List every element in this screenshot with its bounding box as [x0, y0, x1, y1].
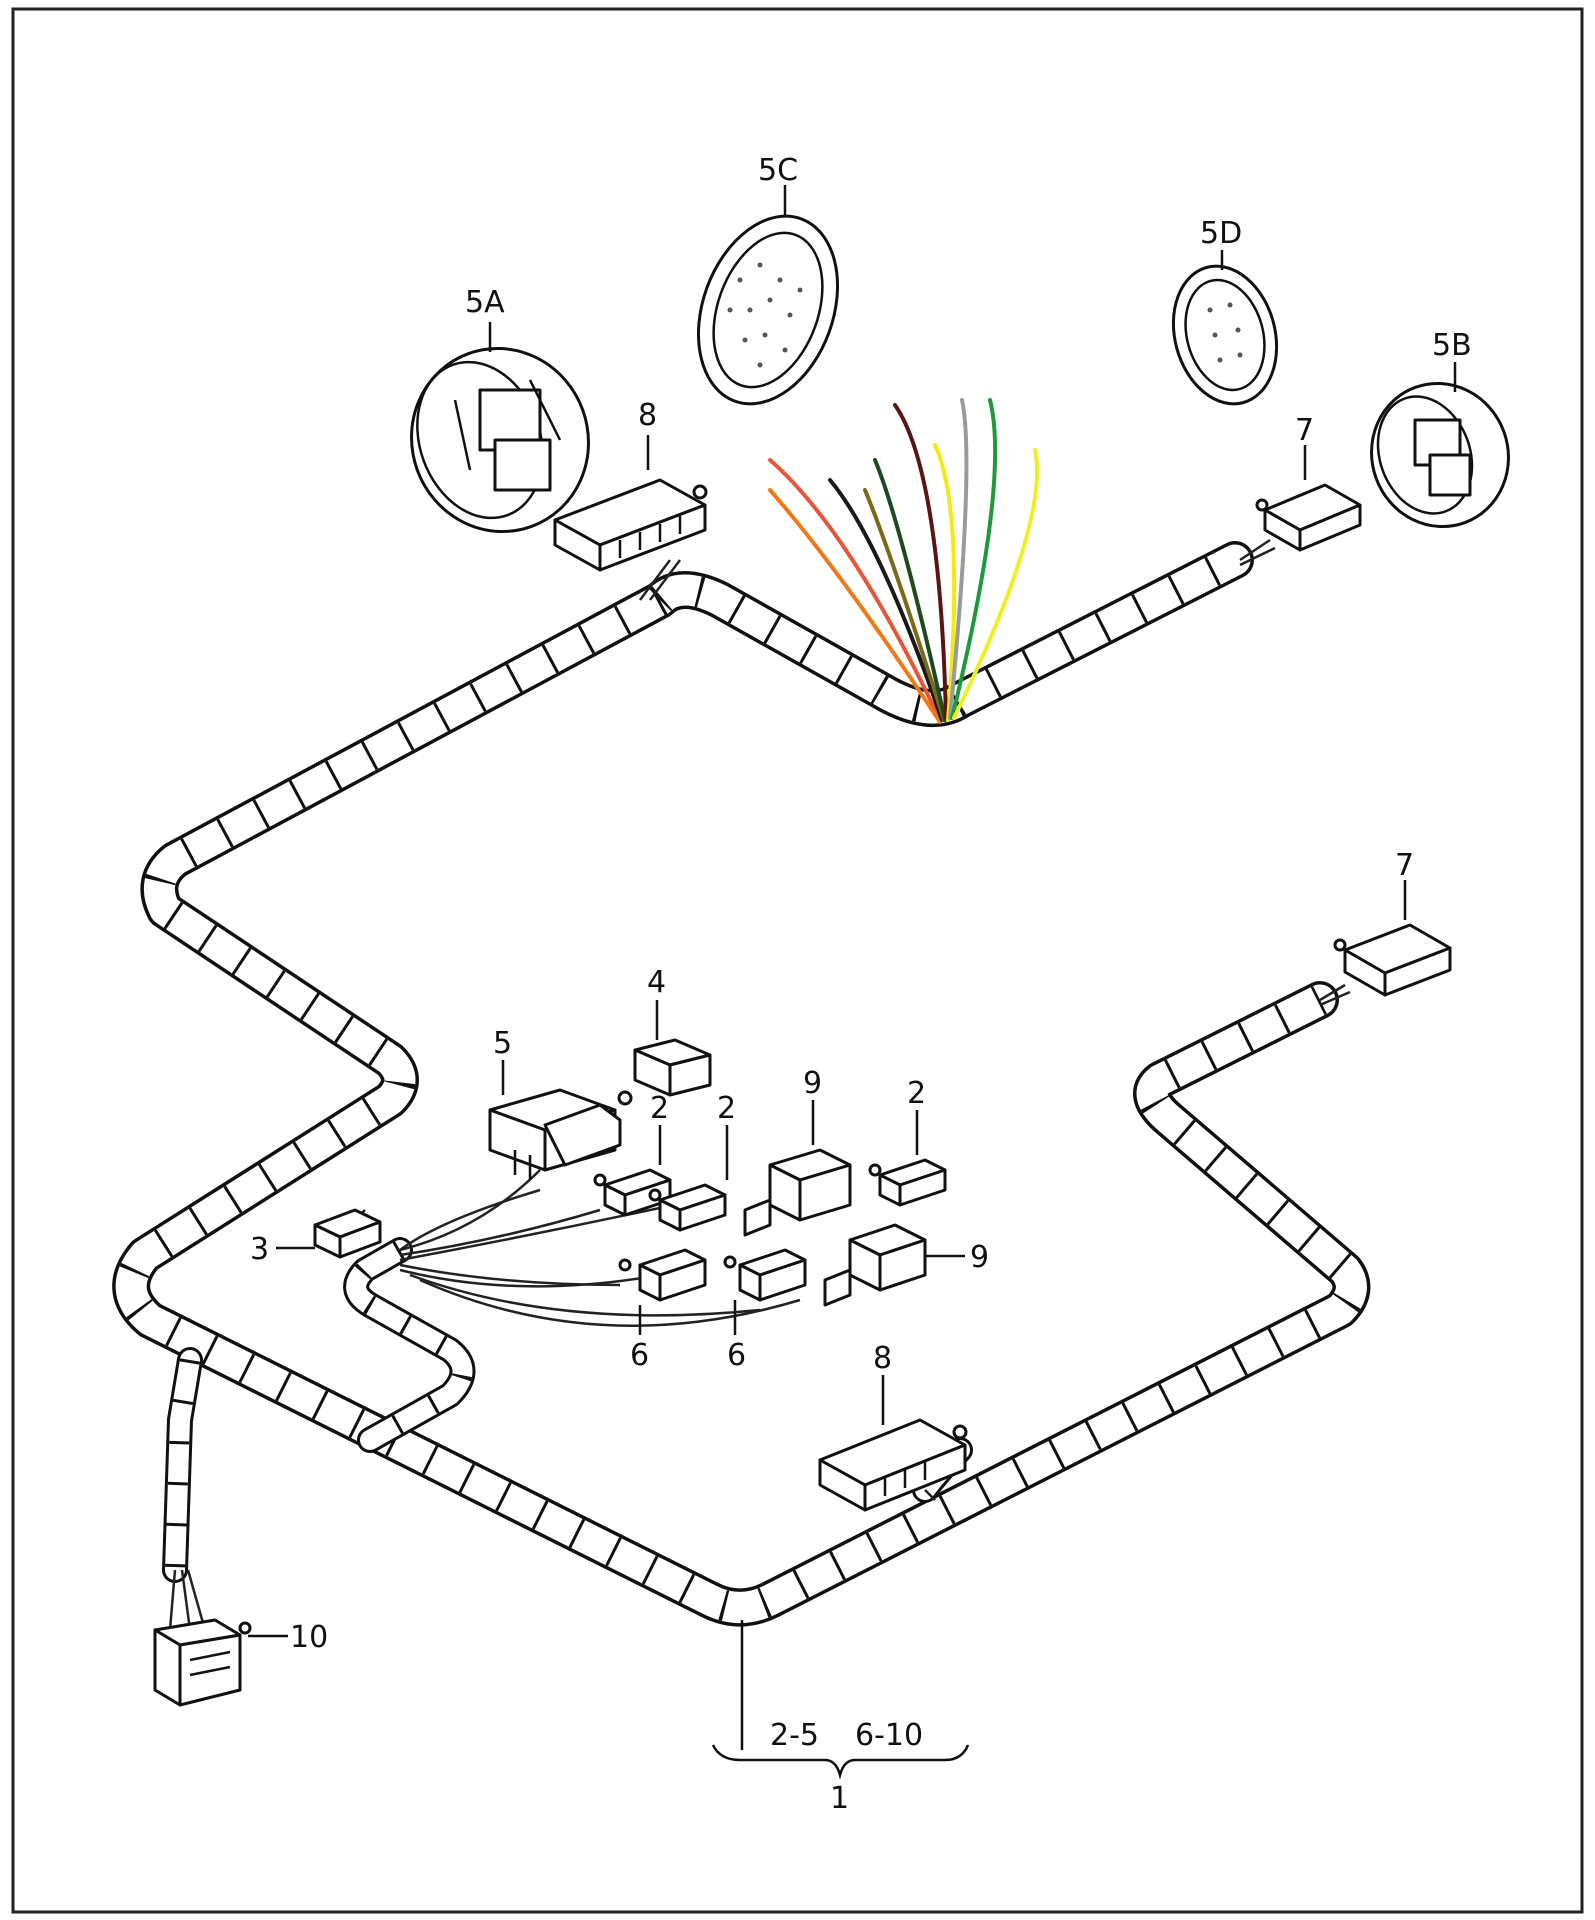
callout-labels: 5A 5C 5D 5B 8 7 7 4 5 2 2 9 2 3 9 6 6 8 …: [250, 153, 1472, 1816]
bracket-1: [711, 1744, 970, 1780]
connector-2-c: [868, 1158, 947, 1207]
label-4: 4: [647, 965, 666, 1000]
connector-10: [153, 1618, 252, 1707]
label-9-top: 9: [803, 1066, 822, 1101]
connector-6-a: [618, 1248, 707, 1302]
label-5a: 5A: [465, 285, 505, 320]
connector-3: [313, 1208, 382, 1259]
label-7-right: 7: [1395, 848, 1414, 883]
label-9-right: 9: [970, 1240, 989, 1275]
grommet-5a: [410, 346, 590, 534]
colored-wires: [768, 398, 1039, 724]
label-6-a: 6: [630, 1338, 649, 1373]
label-5b: 5B: [1432, 328, 1472, 363]
connector-6-b: [723, 1248, 807, 1302]
diagram-frame: [11, 7, 1584, 1914]
label-range-6-10: 6-10: [855, 1718, 923, 1753]
label-8-top: 8: [638, 398, 657, 433]
label-5c: 5C: [758, 153, 798, 188]
connector-8-bottom: [818, 1418, 968, 1512]
grommet-5b: [1370, 381, 1510, 529]
connector-9-right: [823, 1223, 927, 1307]
seal-5c: [696, 214, 840, 406]
label-2-a: 2: [650, 1091, 669, 1126]
label-range-2-5: 2-5: [770, 1718, 819, 1753]
main-harness: [112, 541, 1371, 1627]
label-1: 1: [830, 1781, 849, 1816]
connector-2-a: [593, 1168, 672, 1217]
label-5: 5: [493, 1026, 512, 1061]
label-8-bottom: 8: [873, 1341, 892, 1376]
label-5d: 5D: [1200, 216, 1242, 251]
label-2-c: 2: [907, 1076, 926, 1111]
label-6-b: 6: [727, 1338, 746, 1373]
label-7-top: 7: [1295, 413, 1314, 448]
leader-lines: [248, 185, 1457, 1780]
connector-2-b: [648, 1183, 727, 1232]
label-2-b: 2: [717, 1091, 736, 1126]
seal-5d: [1171, 264, 1279, 406]
connector-5-housing: [488, 1088, 633, 1180]
label-10: 10: [290, 1620, 328, 1655]
label-3: 3: [250, 1232, 269, 1267]
connector-8-top: [553, 478, 708, 572]
connector-7-top: [1255, 483, 1362, 552]
connector-7-right: [1333, 923, 1452, 997]
connector-9-top: [743, 1148, 852, 1237]
part-4-relay: [633, 1038, 712, 1097]
